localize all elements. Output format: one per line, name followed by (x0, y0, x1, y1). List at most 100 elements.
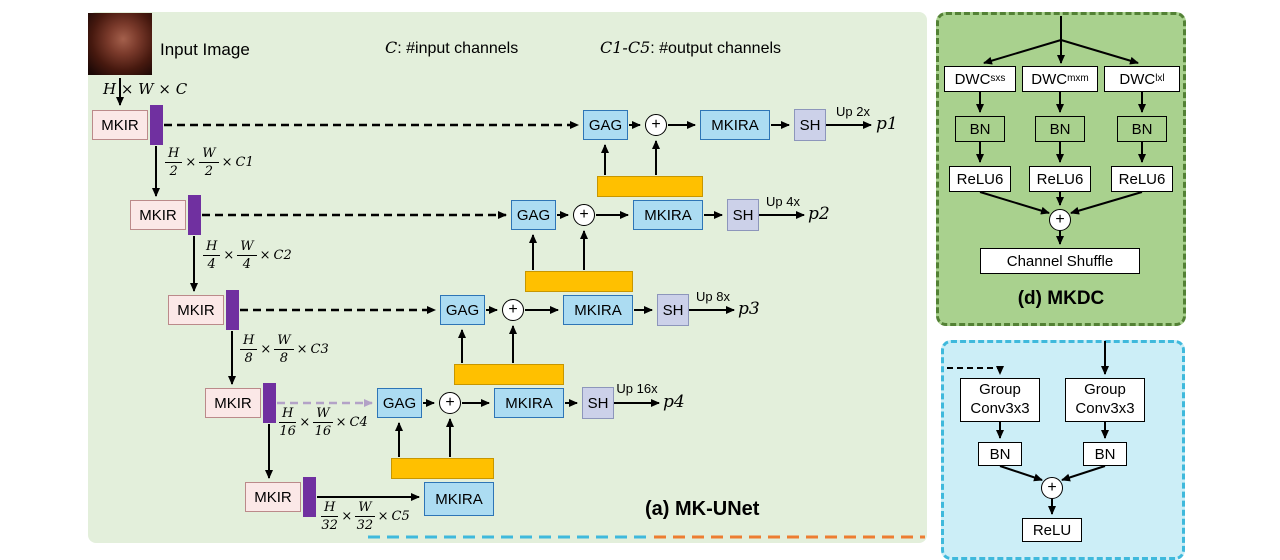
sh-block-2: SH (727, 199, 759, 231)
mkir-label: MKIR (177, 301, 215, 319)
sh-block-3: SH (657, 294, 689, 326)
legend-input-channels: C: #input channels (385, 38, 518, 58)
plus-icon: + (1047, 479, 1057, 496)
mkir-label: MKIR (214, 394, 252, 412)
times-icon: × (260, 342, 272, 357)
relu6-block-3: ReLU6 (1111, 166, 1173, 192)
panel-a-title: (a) MK-UNet (645, 498, 760, 520)
gag-label: GAG (445, 301, 480, 319)
feature-bar-1 (150, 105, 163, 145)
gag-label: GAG (588, 116, 623, 134)
output-p4: p4 (663, 392, 685, 412)
mkir-block-3: MKIR (168, 295, 224, 325)
plus-icon: + (579, 206, 589, 223)
mkira-block-5: MKIRA (424, 482, 494, 516)
mkira-block-2: MKIRA (633, 200, 703, 230)
sh-label: SH (662, 301, 684, 319)
mkdc-add-node: + (1049, 209, 1071, 231)
input-image-label: Input Image (160, 40, 250, 59)
output-p1: p1 (876, 114, 898, 134)
times-icon: × (299, 415, 311, 430)
mkira-label: MKIRA (711, 116, 759, 134)
mkira-label: MKIRA (435, 490, 483, 508)
up-label-4: Up 16x (616, 381, 658, 396)
upsample-bar-3 (454, 364, 564, 385)
times-icon: × (377, 509, 389, 524)
plus-icon: + (1055, 211, 1065, 228)
mkira-block-1: MKIRA (700, 110, 770, 140)
gag-block-2: GAG (511, 200, 556, 230)
legend-output-channels: C1-C5: #output channels (600, 38, 781, 58)
panel-d-title: (d) MKDC (1017, 288, 1105, 309)
gag-block-3: GAG (440, 295, 485, 325)
output-p3: p3 (738, 299, 760, 319)
output-p2: p2 (808, 204, 830, 224)
mkira-label: MKIRA (505, 394, 553, 412)
bn-block-1: BN (955, 116, 1005, 142)
feature-bar-5 (303, 477, 316, 517)
legend-c15-desc: : #output channels (650, 40, 782, 57)
times-icon: × (341, 509, 353, 524)
mkir-block-5: MKIR (245, 482, 301, 512)
up-label-1: Up 2x (836, 104, 870, 119)
mkira-label: MKIRA (644, 206, 692, 224)
sh-block-4: SH (582, 387, 614, 419)
legend-c-desc: : #input channels (397, 40, 519, 57)
sh-label: SH (587, 394, 609, 412)
add-node-2: + (573, 204, 595, 226)
times-icon: × (223, 248, 235, 263)
sh-block-1: SH (794, 109, 826, 141)
bn-block-3: BN (1117, 116, 1167, 142)
plus-icon: + (651, 116, 661, 133)
mkir-label: MKIR (101, 116, 139, 134)
upsample-bar-4 (391, 458, 494, 479)
add-node-4: + (439, 392, 461, 414)
legend-c15-term: C1-C5 (600, 38, 651, 57)
gag-block-4: GAG (377, 388, 422, 418)
up-label-2: Up 4x (766, 194, 800, 209)
mkira-block-3: MKIRA (563, 295, 633, 325)
feature-bar-4 (263, 383, 276, 423)
times-icon: × (296, 342, 308, 357)
gag-block-1: GAG (583, 110, 628, 140)
relu6-block-1: ReLU6 (949, 166, 1011, 192)
gag-label: GAG (382, 394, 417, 412)
gc-bn-block-1: BN (978, 442, 1022, 466)
mk-unet-panel (88, 12, 927, 543)
gc-relu-block: ReLU (1022, 518, 1082, 542)
mkir-label: MKIR (139, 206, 177, 224)
plus-icon: + (508, 301, 518, 318)
times-icon: × (335, 415, 347, 430)
mkir-label: MKIR (254, 488, 292, 506)
feature-bar-2 (188, 195, 201, 235)
up-label-3: Up 8x (696, 289, 730, 304)
input-image-thumbnail (88, 13, 152, 75)
add-node-3: + (502, 299, 524, 321)
relu6-block-2: ReLU6 (1029, 166, 1091, 192)
gc-bn-block-2: BN (1083, 442, 1127, 466)
plus-icon: + (445, 394, 455, 411)
legend-c-term: C (385, 38, 398, 57)
channel-shuffle-block: Channel Shuffle (980, 248, 1140, 274)
figure-canvas: Input Image C: #input channels C1-C5: #o… (88, 12, 1186, 560)
mkir-block-2: MKIR (130, 200, 186, 230)
add-node-1: + (645, 114, 667, 136)
mkir-block-4: MKIR (205, 388, 261, 418)
gag-label: GAG (516, 206, 551, 224)
times-icon: × (221, 155, 233, 170)
mkira-block-4: MKIRA (494, 388, 564, 418)
feature-bar-3 (226, 290, 239, 330)
upsample-bar-2 (525, 271, 633, 292)
input-dims-label: H × W × C (103, 80, 188, 98)
gc-add-node: + (1041, 477, 1063, 499)
